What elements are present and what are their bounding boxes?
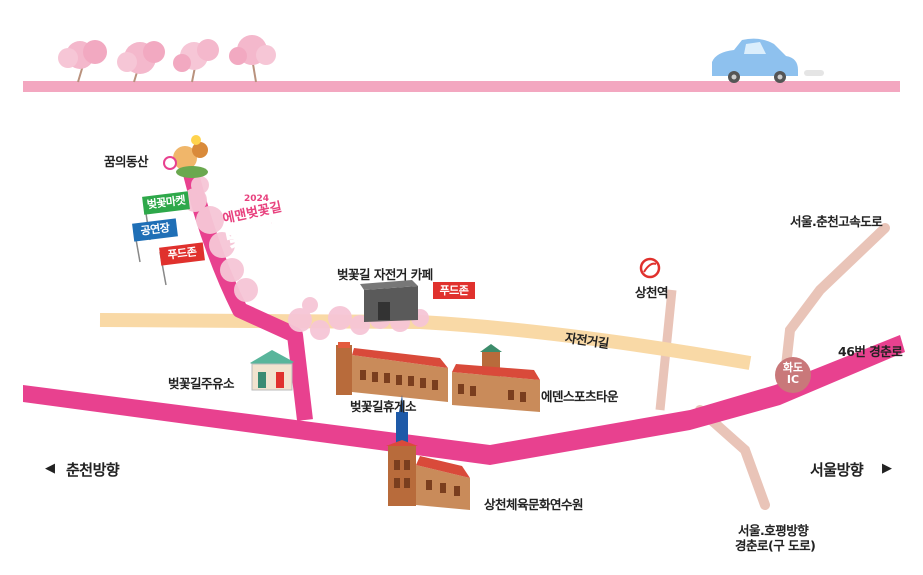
main-highway — [23, 335, 905, 465]
flag-performance-bg — [132, 218, 178, 242]
label-training-center: 상천체육문화연수원 — [484, 497, 584, 512]
label-old-road-line2: 경춘로(구 도로) — [735, 538, 816, 553]
expressway-road — [780, 223, 890, 380]
sports-town-building — [452, 344, 540, 412]
cherry-tree-icon — [229, 35, 276, 83]
flag-foodcourt-left-bg — [159, 242, 205, 266]
label-route-46: 46번 경춘로 — [838, 344, 903, 359]
gas-station-building — [250, 350, 294, 391]
top-road-bar — [23, 81, 900, 92]
label-bike-cafe: 벚꽃길 자전거 카페 — [337, 267, 433, 282]
cherry-tree-icon — [58, 40, 107, 83]
interchange-line2: IC — [786, 373, 800, 386]
interchange-line1: 화도 — [782, 361, 804, 374]
direction-chuncheon: 춘천방향 — [66, 461, 120, 479]
label-old-road-line1: 서울.호평방향 — [738, 523, 809, 538]
interchange-icon — [775, 357, 811, 393]
training-center-building — [386, 395, 470, 510]
festival-year: 2024 — [244, 194, 270, 204]
subway-station-icon — [639, 257, 661, 279]
direction-seoul: 서울방향 — [810, 461, 864, 479]
label-rest-area: 벚꽃길휴게소 — [350, 399, 417, 414]
label-expressway: 서울.춘천고속도로 — [790, 214, 883, 229]
flag-foodcourt-right: 푸드존 — [439, 284, 469, 297]
label-sports-town: 에덴스포츠타운 — [541, 389, 619, 404]
rest-area-building — [336, 342, 448, 402]
right-arrow-icon: ▶ — [882, 461, 892, 476]
old-road — [695, 405, 770, 510]
cherry-tree-icon — [117, 41, 165, 83]
left-arrow-icon: ◀ — [45, 461, 55, 476]
label-gas-station: 벚꽃길주유소 — [168, 376, 235, 391]
flag-market-bg — [142, 191, 190, 215]
dream-hill-icon — [163, 135, 208, 178]
bike-road — [99, 313, 752, 370]
cherry-tree-icon — [173, 39, 219, 83]
flag-foodcourt-right-bg — [433, 282, 475, 299]
label-dream-hill: 꿈의동산 — [104, 154, 149, 169]
bike-cafe-building — [360, 280, 418, 322]
label-station: 상천역 — [635, 285, 669, 300]
car-icon — [712, 38, 824, 83]
